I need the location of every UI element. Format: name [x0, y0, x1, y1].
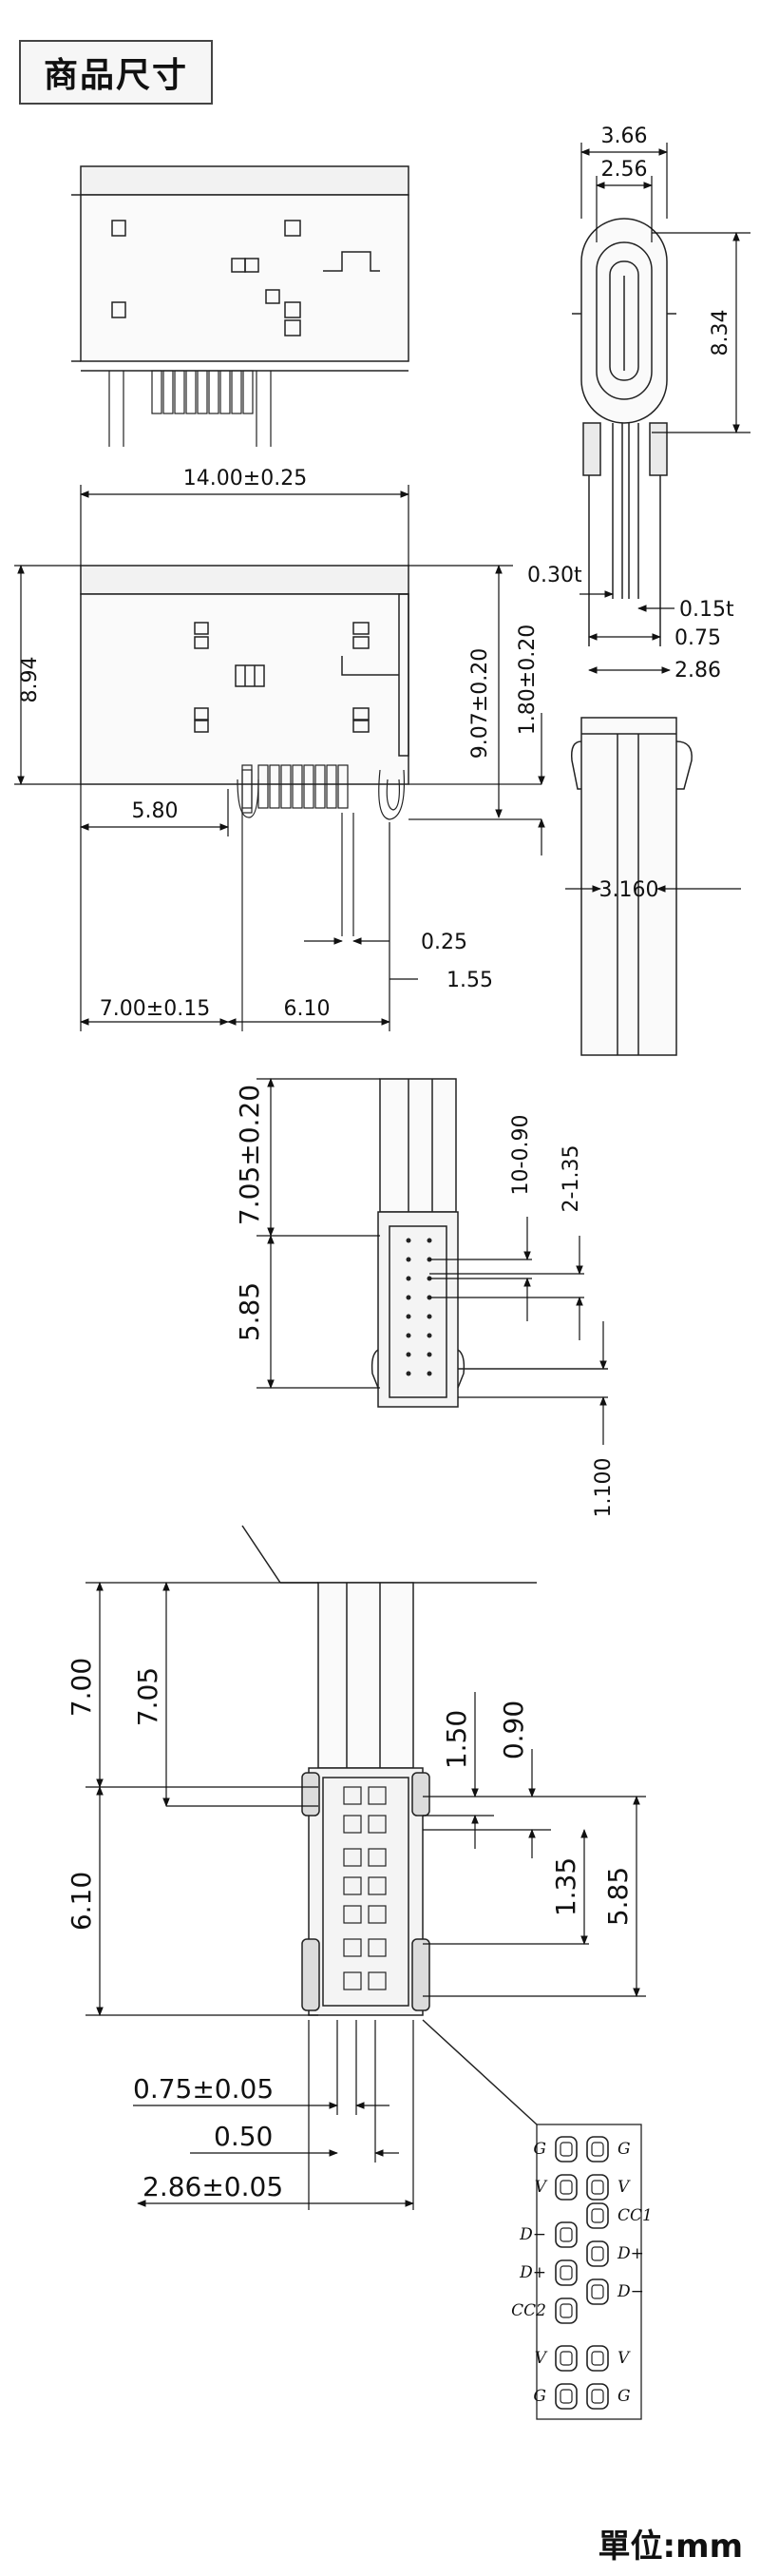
- dim-width: 14.00±0.25: [183, 467, 307, 490]
- pinout-pad-right-3: [586, 2240, 609, 2267]
- pinout-pad-right-4: [586, 2278, 609, 2305]
- dim-bottom-left: 7.00±0.15: [100, 997, 210, 1021]
- pad-grid: [343, 1786, 387, 1990]
- pinout-pad-left-1: [555, 2174, 578, 2201]
- pinout-pad-left-3-inner: [560, 2265, 573, 2280]
- dim-b-d6: 1.35: [550, 1857, 581, 1916]
- middle-view-dims: [256, 1078, 608, 1445]
- side-view: [572, 218, 676, 646]
- top-view-dims: [14, 485, 545, 1031]
- pinout-label-right-6: G: [618, 2387, 631, 2406]
- pinout-pad-right-6-inner: [591, 2389, 604, 2404]
- dim-b-d7: 5.85: [602, 1867, 634, 1926]
- dim-b-w3: 2.86±0.05: [142, 2171, 283, 2202]
- dim-bottom-right: 6.10: [284, 997, 331, 1021]
- dim-pin-w: 0.75: [674, 626, 721, 650]
- pinout-pad-right-4-inner: [591, 2284, 604, 2299]
- pinout-label-right-4: D−: [617, 2282, 644, 2301]
- dim-b-d5: 6.10: [66, 1872, 97, 1931]
- dim-b-w1: 0.75±0.05: [133, 2073, 274, 2105]
- pinout-label-left-4: CC2: [511, 2301, 546, 2320]
- dim-b-d1: 7.00: [66, 1658, 97, 1717]
- dim-pitch: 0.25: [421, 931, 467, 954]
- dim-length: 8.34: [709, 310, 732, 356]
- pinout-label-left-6: G: [533, 2387, 546, 2406]
- dim-offset: 1.100: [592, 1458, 616, 1518]
- side-view-dims: [580, 143, 750, 674]
- pinout-diagram: [536, 2124, 642, 2420]
- pinout-pad-left-6: [555, 2383, 578, 2410]
- pinout-pad-left-0-inner: [560, 2142, 573, 2157]
- unit-label: 單位:mm: [598, 2528, 743, 2566]
- top-view-small: [71, 165, 409, 447]
- pinout-pad-left-5-inner: [560, 2351, 573, 2366]
- dim-b-d3: 1.50: [441, 1710, 472, 1769]
- dim-right-thick: 0.15t: [679, 598, 734, 622]
- pinout-pad-right-3-inner: [591, 2246, 604, 2261]
- pinout-pad-right-0: [586, 2136, 609, 2163]
- dim-mid-bottom: 5.85: [234, 1282, 265, 1341]
- pinout-pad-right-0-inner: [591, 2142, 604, 2157]
- dim-mid-top: 7.05±0.20: [234, 1085, 265, 1225]
- pinout-pad-right-2-inner: [591, 2208, 604, 2223]
- bottom-view: [241, 1525, 538, 2125]
- dim-lead: 1.55: [446, 969, 493, 992]
- pinout-pad-left-1-inner: [560, 2180, 573, 2195]
- pinout-label-right-2: CC1: [618, 2206, 653, 2225]
- dim-left-offset: 5.80: [132, 799, 179, 823]
- pinout-pad-left-6-inner: [560, 2389, 573, 2404]
- dim-b-w2: 0.50: [214, 2121, 273, 2152]
- pinout-pad-left-0: [555, 2136, 578, 2163]
- pinout-pad-left-4: [555, 2297, 578, 2324]
- pinout-pad-right-1-inner: [591, 2180, 604, 2195]
- pinout-label-left-5: V: [535, 2349, 548, 2368]
- bottom-view-dims: [86, 1582, 646, 2210]
- pinout-pad-left-4-inner: [560, 2303, 573, 2318]
- pinout-pad-left-2-inner: [560, 2227, 573, 2242]
- dim-row2: 2-1.35: [560, 1145, 583, 1213]
- pinout-pad-left-2: [555, 2221, 578, 2248]
- pinout-pad-right-2: [586, 2202, 609, 2229]
- pinout-label-right-3: D+: [617, 2244, 644, 2263]
- dim-b-d4: 0.90: [498, 1701, 529, 1759]
- pinout-pad-right-6: [586, 2383, 609, 2410]
- pinout-pads: [555, 2136, 609, 2410]
- dim-b-d2: 7.05: [132, 1667, 163, 1726]
- pinout-label-right-5: V: [618, 2349, 631, 2368]
- pinout-pad-left-5: [555, 2345, 578, 2372]
- pinout-pad-right-5: [586, 2345, 609, 2372]
- pinout-label-left-1: V: [535, 2178, 548, 2197]
- pinout-label-left-3: D+: [519, 2263, 546, 2282]
- dim-total-w: 2.86: [674, 659, 721, 682]
- pinout-pad-left-3: [555, 2259, 578, 2286]
- dim-inner: 2.56: [601, 158, 648, 182]
- pinout-label-right-1: V: [618, 2178, 631, 2197]
- dim-row1: 10-0.90: [509, 1115, 533, 1196]
- pinout-pad-right-5-inner: [591, 2351, 604, 2366]
- pinout-label-right-0: G: [618, 2140, 631, 2159]
- dim-left-thick: 0.30t: [527, 564, 582, 587]
- dim-tail: 1.80±0.20: [516, 625, 540, 735]
- dim-thickness: 3.160: [599, 878, 659, 902]
- pinout-label-left-2: D−: [519, 2225, 546, 2244]
- page-title: 商品尺寸: [19, 40, 213, 105]
- dim-pin-height: 9.07±0.20: [468, 648, 492, 759]
- pinout-label-left-0: G: [533, 2140, 546, 2159]
- middle-view: [370, 1078, 608, 1408]
- dim-height: 8.94: [18, 657, 42, 703]
- pinout-pad-right-1: [586, 2174, 609, 2201]
- top-view-main: [80, 565, 542, 1031]
- dim-outer: 3.66: [601, 125, 648, 148]
